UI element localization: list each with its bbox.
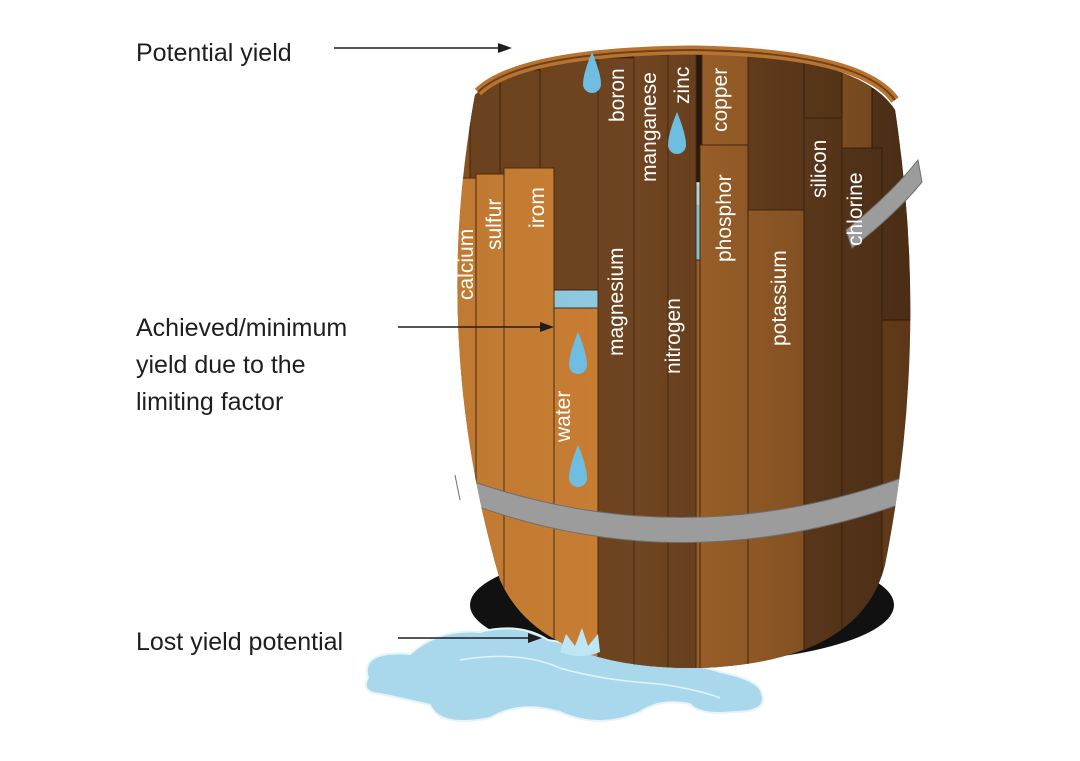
stave-label-silicon: silicon — [808, 140, 831, 198]
stave-label-zinc: zinc — [671, 67, 694, 104]
stave-label-water: water — [552, 391, 575, 443]
stave-label-sulfur: sulfur — [483, 199, 506, 250]
stave-label-phosphor: phosphor — [713, 174, 736, 262]
stave-label-potassium: potassium — [768, 250, 791, 346]
stave-label-manganese: manganese — [638, 72, 661, 182]
drop-icon — [569, 445, 587, 487]
label-potential-yield: Potential yield — [136, 39, 292, 67]
water-drops — [569, 52, 686, 487]
drop-icon — [668, 112, 686, 154]
stave-label-magnesium: magnesium — [605, 247, 628, 356]
stave-label-copper: copper — [709, 68, 732, 132]
leak-splash — [560, 628, 600, 656]
drop-icon — [569, 332, 587, 374]
label-achieved-yield: Achieved/minimum yield due to the limiti… — [136, 314, 348, 416]
stave-label-chlorine: chlorine — [844, 172, 867, 246]
drop-icon — [583, 52, 601, 93]
stave-label-boron: boron — [606, 68, 629, 122]
label-lost-yield: Lost yield potential — [136, 628, 344, 656]
upper-hoop — [845, 158, 923, 249]
stave-label-calcium: calcium — [455, 229, 478, 300]
callout-arrows — [334, 43, 554, 643]
lower-hoop — [457, 474, 911, 543]
stave-label-nitrogen: nitrogen — [662, 298, 685, 374]
water-puddle — [364, 627, 764, 722]
barrel-body — [457, 50, 911, 669]
stave-label-irom: irom — [526, 187, 549, 228]
